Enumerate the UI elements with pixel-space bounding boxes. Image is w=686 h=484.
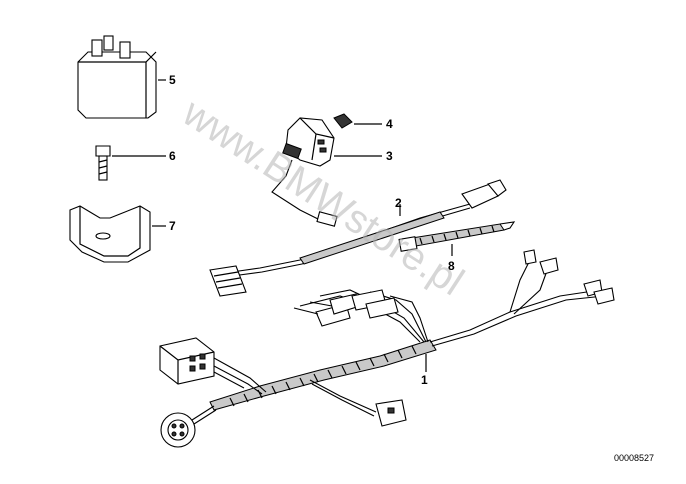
relay-part[interactable] [77, 35, 157, 119]
callout-4: 4 [386, 117, 393, 131]
callout-2: 2 [395, 196, 402, 210]
callout-1: 1 [421, 373, 428, 387]
clip-part[interactable] [333, 113, 353, 129]
callout-3: 3 [386, 149, 393, 163]
harness-part-2[interactable] [209, 179, 507, 297]
callout-5: 5 [169, 73, 176, 87]
switch-part[interactable] [271, 117, 338, 227]
reference-code: 00008527 [614, 453, 654, 463]
main-harness-part[interactable] [159, 249, 615, 448]
bracket-part[interactable] [69, 205, 151, 263]
callout-8: 8 [448, 259, 455, 273]
callout-7: 7 [169, 219, 176, 233]
callout-6: 6 [169, 149, 176, 163]
bolt-part[interactable] [95, 145, 111, 181]
cable-tie-part[interactable] [398, 221, 516, 252]
